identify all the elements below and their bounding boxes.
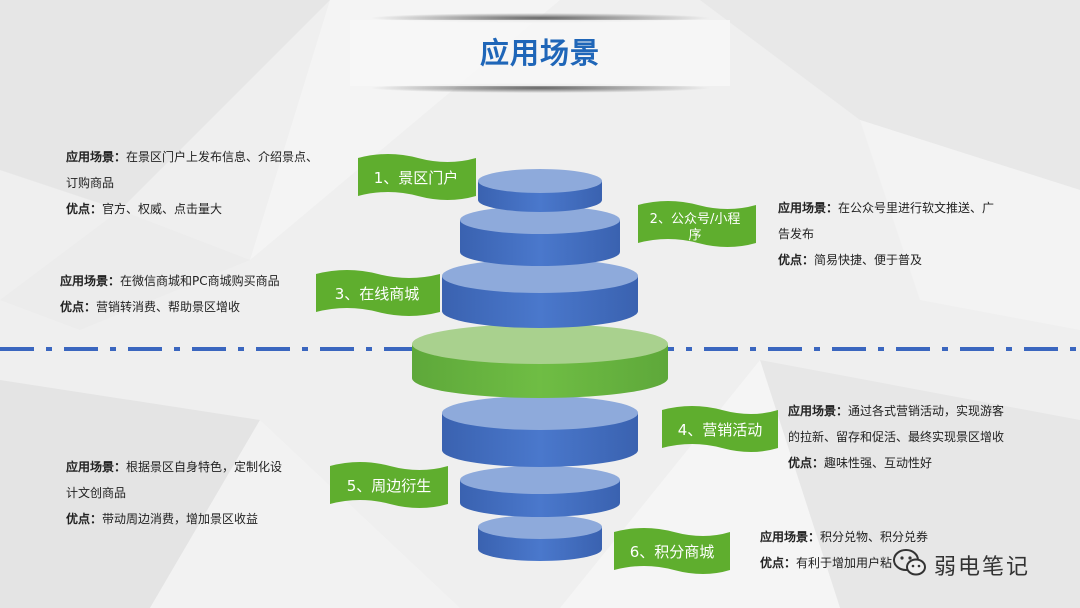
description-5: 应用场景：根据景区自身特色，定制化设 计文创商品 优点：带动周边消费，增加景区收…	[66, 460, 283, 526]
tier-1-cylinder	[478, 169, 602, 212]
page-title: 应用场景	[479, 36, 600, 70]
watermark: 弱电笔记	[892, 543, 1060, 583]
banner-4-label: 4、营销活动	[678, 421, 763, 439]
description-1: 应用场景：在景区门户上发布信息、介绍景点、 订购商品 优点：官方、权威、点击量大	[66, 150, 319, 216]
watermark-text: 弱电笔记	[934, 555, 1031, 580]
description-6: 应用场景：积分兑物、积分兑券 优点：有利于增加用户粘	[760, 530, 929, 570]
banner-5-label: 5、周边衍生	[347, 477, 432, 495]
description-2: 应用场景：在公众号里进行软文推送、广 告发布 优点：简易快捷、便于普及	[778, 201, 995, 267]
banner-2-label-line2: 序	[688, 228, 701, 243]
banner-6: 6、积分商城	[614, 528, 730, 574]
banner-6-label: 6、积分商城	[630, 543, 715, 561]
banner-3-label: 3、在线商城	[335, 285, 420, 303]
banner-1-label: 1、景区门户	[374, 169, 459, 187]
banner-3: 3、在线商城	[316, 270, 440, 316]
tier-4-cylinder	[442, 396, 638, 467]
tier-6-cylinder	[478, 515, 602, 561]
description-3: 应用场景：在微信商城和PC商城购买商品 优点：营销转消费、帮助景区增收	[60, 274, 280, 314]
center-green-cylinder	[412, 324, 668, 398]
wechat-icon	[893, 549, 926, 576]
banner-1: 1、景区门户	[358, 154, 476, 200]
tier-5-cylinder	[460, 466, 620, 517]
description-4: 应用场景：通过各式营销活动，实现游客 的拉新、留存和促活、最终实现景区增收 优点…	[788, 404, 1005, 470]
banner-2: 2、公众号/小程 序	[638, 201, 756, 247]
banner-2-label-line1: 2、公众号/小程	[650, 212, 741, 227]
banner-5: 5、周边衍生	[330, 462, 448, 508]
tier-2-cylinder	[460, 206, 620, 266]
tier-3-cylinder	[442, 259, 638, 328]
banner-4: 4、营销活动	[662, 406, 778, 452]
